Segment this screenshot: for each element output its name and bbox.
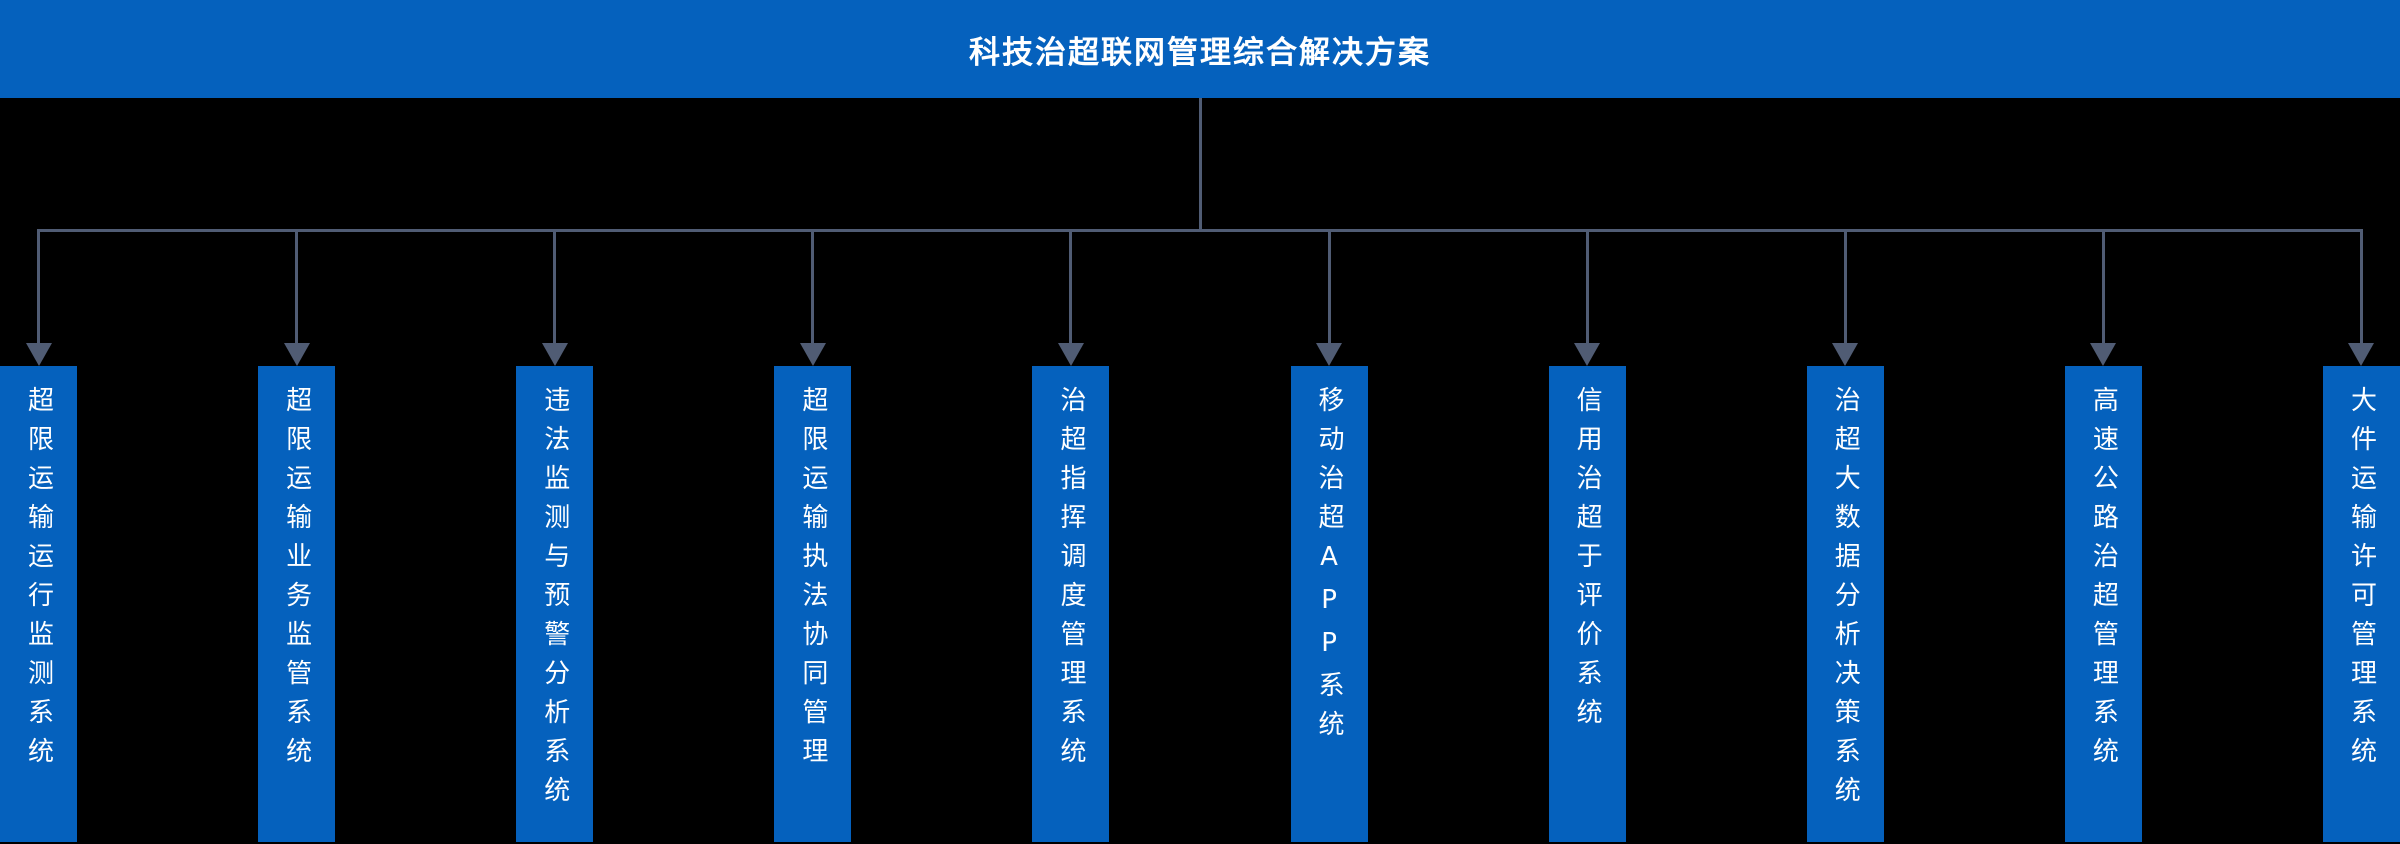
arrow-down-icon [1574,343,1601,366]
system-box-label: 大件运输许可管理系统 [2346,386,2377,776]
branch-line [1843,229,1847,343]
arrow-down-icon [25,343,52,366]
arrow-down-icon [1316,343,1343,366]
system-column: 超限运输运行监测系统 [0,229,77,842]
system-box-label: 超限运输业务监管系统 [281,386,312,776]
system-box-label: 治超大数据分析决策系统 [1830,386,1861,815]
page-title: 科技治超联网管理综合解决方案 [969,34,1431,71]
branch-line [37,229,40,343]
system-box: 大件运输许可管理系统 [2322,366,2400,842]
branch-line [1585,229,1589,343]
branch-line [811,229,815,343]
system-box: 信用治超于评价系统 [1548,366,1626,842]
system-box-label: 信用治超于评价系统 [1572,386,1603,737]
system-box: 超限运输运行监测系统 [0,366,77,842]
system-box-label: 超限运输执法协同管理 [797,386,828,776]
system-column: 超限运输执法协同管理 [774,229,852,842]
arrow-down-icon [541,343,568,366]
arrow-down-icon [2348,343,2375,366]
arrow-down-icon [1832,343,1859,366]
system-box-label: 移动治超APP系统 [1314,386,1345,749]
system-column: 违法监测与预警分析系统 [516,229,594,842]
system-column: 高速公路治超管理系统 [2064,229,2142,842]
branch-line [553,229,557,343]
arrow-down-icon [283,343,310,366]
system-box-label: 超限运输运行监测系统 [23,386,54,776]
connector-horizontal-line [37,229,2363,232]
columns: 超限运输运行监测系统 超限运输业务监管系统 违法监测与预警分析系统 超限运输执法… [0,229,2400,842]
system-box-label: 治超指挥调度管理系统 [1055,386,1086,776]
arrow-down-icon [799,343,826,366]
trunk-line [1198,98,1202,232]
system-box: 移动治超APP系统 [1290,366,1368,842]
system-box: 超限运输业务监管系统 [258,366,336,842]
branch-line [2101,229,2105,343]
system-box: 治超指挥调度管理系统 [1032,366,1110,842]
branch-line [1327,229,1331,343]
system-box-label: 高速公路治超管理系统 [2088,386,2119,776]
system-column: 移动治超APP系统 [1290,229,1368,842]
system-column: 治超大数据分析决策系统 [1806,229,1884,842]
system-column: 超限运输业务监管系统 [258,229,336,842]
system-box: 高速公路治超管理系统 [2064,366,2142,842]
system-column: 治超指挥调度管理系统 [1032,229,1110,842]
system-box-label: 违法监测与预警分析系统 [539,386,570,815]
system-box: 违法监测与预警分析系统 [516,366,594,842]
header-bar: 科技治超联网管理综合解决方案 [0,0,2400,98]
branch-line [295,229,299,343]
branch-line [1069,229,1073,343]
arrow-down-icon [2090,343,2117,366]
system-column: 信用治超于评价系统 [1548,229,1626,842]
branch-line [2359,229,2363,343]
system-box: 超限运输执法协同管理 [774,366,852,842]
arrow-down-icon [1057,343,1084,366]
system-column: 大件运输许可管理系统 [2322,229,2400,842]
system-box: 治超大数据分析决策系统 [1806,366,1884,842]
